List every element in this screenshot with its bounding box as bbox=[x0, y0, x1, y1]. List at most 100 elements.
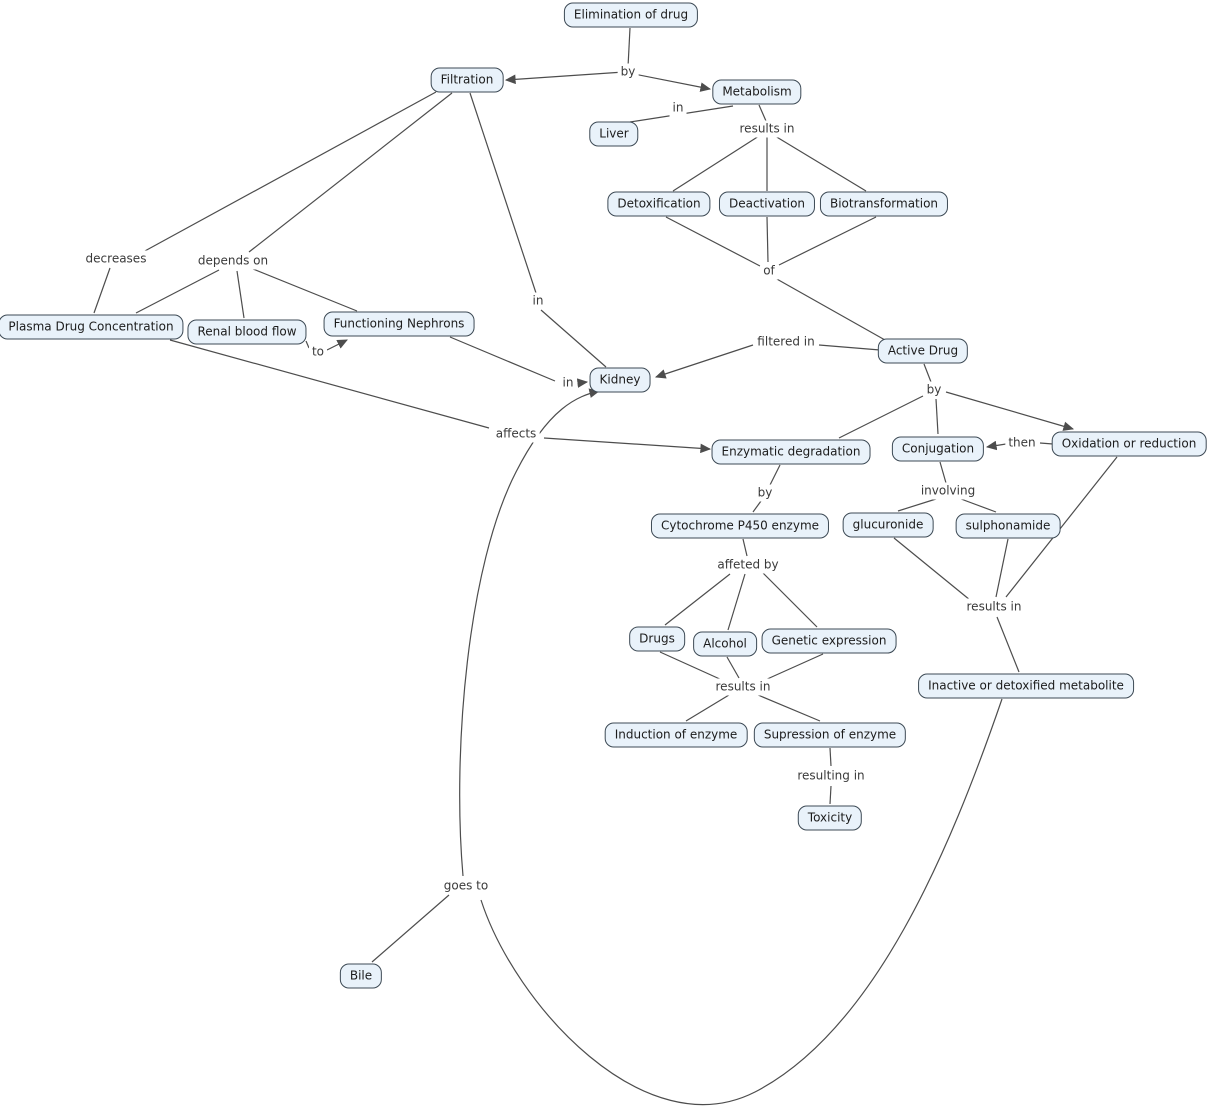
node-elimination-of-drug[interactable]: Elimination of drug bbox=[563, 2, 699, 28]
edge-by-active-drug--oxidation-or-reduction bbox=[945, 391, 1075, 431]
node-deactivation[interactable]: Deactivation bbox=[718, 191, 816, 217]
edge-results-in-factors--induction-of-enzyme bbox=[685, 694, 730, 722]
edge-label-then[interactable]: then bbox=[1005, 434, 1039, 452]
edge-label-affects[interactable]: affects bbox=[492, 425, 540, 443]
edge-label-results-in-factors[interactable]: results in bbox=[712, 678, 774, 696]
edge-genetic-expression--results-in-factors bbox=[764, 653, 824, 681]
edge-in-filtration--kidney bbox=[540, 309, 607, 368]
node-enzymatic-degradation[interactable]: Enzymatic degradation bbox=[711, 439, 871, 465]
node-biotransformation[interactable]: Biotransformation bbox=[819, 191, 949, 217]
node-sulphonamide[interactable]: sulphonamide bbox=[955, 513, 1061, 539]
edge-results-in-metabolism--detoxification bbox=[672, 135, 760, 192]
edge-functioning-nephrons--in-nephrons bbox=[449, 336, 556, 382]
edge-label-in-liver[interactable]: in bbox=[669, 99, 687, 117]
node-liver[interactable]: Liver bbox=[589, 121, 639, 147]
node-alcohol[interactable]: Alcohol bbox=[693, 631, 757, 657]
edge-label-in-nephrons[interactable]: in bbox=[559, 374, 577, 392]
edge-oxidation-or-reduction--then bbox=[1039, 442, 1054, 445]
edge-label-decreases[interactable]: decreases bbox=[82, 250, 150, 268]
edge-resulting-in--toxicity bbox=[829, 785, 832, 805]
edge-alcohol--results-in-factors bbox=[726, 656, 740, 679]
edge-detoxification--of bbox=[665, 216, 761, 267]
node-oxidation-or-reduction[interactable]: Oxidation or reduction bbox=[1051, 431, 1207, 457]
edge-label-in-filtration[interactable]: in bbox=[529, 292, 547, 310]
edge-by-elimination--filtration bbox=[504, 71, 625, 85]
node-plasma-drug-concentration[interactable]: Plasma Drug Concentration bbox=[0, 314, 184, 340]
edge-active-drug--filtered-in bbox=[818, 344, 881, 351]
node-induction-of-enzyme[interactable]: Induction of enzyme bbox=[604, 722, 748, 748]
edge-label-affeted-by[interactable]: affeted by bbox=[714, 556, 782, 574]
edge-label-resulting-in[interactable]: resulting in bbox=[794, 767, 868, 785]
node-functioning-nephrons[interactable]: Functioning Nephrons bbox=[323, 311, 475, 337]
node-conjugation[interactable]: Conjugation bbox=[891, 436, 985, 462]
edge-deactivation--of bbox=[766, 216, 769, 263]
edge-renal-blood-flow--to bbox=[305, 340, 310, 349]
edge-label-by-enzymatic[interactable]: by bbox=[754, 484, 776, 502]
edge-filtration--decreases bbox=[142, 91, 437, 253]
node-glucuronide[interactable]: glucuronide bbox=[842, 512, 934, 538]
edge-label-depends-on[interactable]: depends on bbox=[194, 252, 272, 270]
edge-conjugation--involving bbox=[939, 461, 947, 484]
edge-by-elimination--metabolism bbox=[633, 73, 712, 92]
node-drugs[interactable]: Drugs bbox=[629, 626, 685, 652]
edge-goes-to--bile bbox=[371, 894, 450, 963]
node-filtration[interactable]: Filtration bbox=[430, 67, 504, 93]
edge-label-results-in-conjugates[interactable]: results in bbox=[963, 598, 1025, 616]
edge-filtration--depends-on bbox=[248, 92, 453, 253]
edge-label-of[interactable]: of bbox=[760, 262, 778, 280]
edge-label-filtered-in[interactable]: filtered in bbox=[754, 333, 818, 351]
edge-elimination-of-drug--by-elimination bbox=[627, 27, 631, 68]
node-bile[interactable]: Bile bbox=[339, 963, 383, 989]
edge-of--active-drug bbox=[774, 277, 886, 341]
edge-glucuronide--results-in-conjugates bbox=[893, 537, 971, 601]
edge-involving--glucuronide bbox=[897, 498, 937, 512]
edge-inactive-or-detoxified-metabolite--goes-to bbox=[480, 698, 1003, 1106]
edge-biotransformation--of bbox=[778, 216, 877, 266]
edge-drugs--results-in-factors bbox=[659, 651, 723, 681]
node-inactive-or-detoxified-metabolite[interactable]: Inactive or detoxified metabolite bbox=[918, 673, 1134, 699]
node-kidney[interactable]: Kidney bbox=[589, 367, 651, 393]
edge-label-by-elimination[interactable]: by bbox=[617, 63, 639, 81]
edge-label-goes-to[interactable]: goes to bbox=[440, 877, 492, 895]
edge-then--conjugation bbox=[985, 440, 1007, 451]
node-renal-blood-flow[interactable]: Renal blood flow bbox=[187, 319, 307, 345]
node-active-drug[interactable]: Active Drug bbox=[877, 338, 969, 364]
edge-plasma-drug-concentration--affects bbox=[169, 339, 490, 429]
edge-to--functioning-nephrons bbox=[326, 339, 348, 351]
node-genetic-expression[interactable]: Genetic expression bbox=[761, 628, 897, 654]
edge-goes-to--kidney bbox=[459, 388, 601, 877]
edge-label-by-active-drug[interactable]: by bbox=[923, 381, 945, 399]
edge-sulphonamide--results-in-conjugates bbox=[995, 538, 1009, 598]
edge-supression-of-enzyme--resulting-in bbox=[829, 747, 832, 767]
node-metabolism[interactable]: Metabolism bbox=[712, 79, 802, 105]
edge-depends-on--plasma-drug-concentration bbox=[135, 269, 220, 314]
edge-results-in-metabolism--biotransformation bbox=[774, 135, 867, 192]
node-supression-of-enzyme[interactable]: Supression of enzyme bbox=[753, 722, 907, 748]
edge-affeted-by--drugs bbox=[664, 573, 731, 626]
edge-filtration--in-filtration bbox=[469, 92, 537, 294]
edge-depends-on--functioning-nephrons bbox=[252, 268, 358, 312]
edge-affeted-by--genetic-expression bbox=[762, 572, 818, 628]
edge-results-in-factors--supression-of-enzyme bbox=[757, 694, 821, 722]
edge-in-nephrons--kidney bbox=[576, 378, 589, 388]
node-cytochrome-p450-enzyme[interactable]: Cytochrome P450 enzyme bbox=[650, 513, 830, 539]
edge-by-enzymatic--cytochrome-p450-enzyme bbox=[752, 500, 762, 513]
edge-label-to[interactable]: to bbox=[308, 343, 328, 361]
node-toxicity[interactable]: Toxicity bbox=[797, 805, 863, 831]
edge-enzymatic-degradation--by-enzymatic bbox=[769, 464, 781, 486]
edge-depends-on--renal-blood-flow bbox=[236, 270, 245, 319]
edge-affeted-by--alcohol bbox=[727, 573, 746, 631]
edge-label-results-in-metabolism[interactable]: results in bbox=[736, 120, 798, 138]
edge-decreases--plasma-drug-concentration bbox=[93, 267, 111, 314]
node-detoxification[interactable]: Detoxification bbox=[607, 191, 711, 217]
edge-involving--sulphonamide bbox=[960, 498, 997, 513]
edge-cytochrome-p450-enzyme--affeted-by bbox=[742, 538, 748, 557]
edge-label-involving[interactable]: involving bbox=[917, 482, 979, 500]
edge-metabolism--results-in-metabolism bbox=[758, 104, 767, 122]
edge-filtered-in--kidney bbox=[654, 344, 754, 379]
edge-by-active-drug--enzymatic-degradation bbox=[838, 395, 924, 439]
edge-by-active-drug--conjugation bbox=[935, 398, 939, 435]
edge-affects--enzymatic-degradation bbox=[543, 437, 712, 454]
